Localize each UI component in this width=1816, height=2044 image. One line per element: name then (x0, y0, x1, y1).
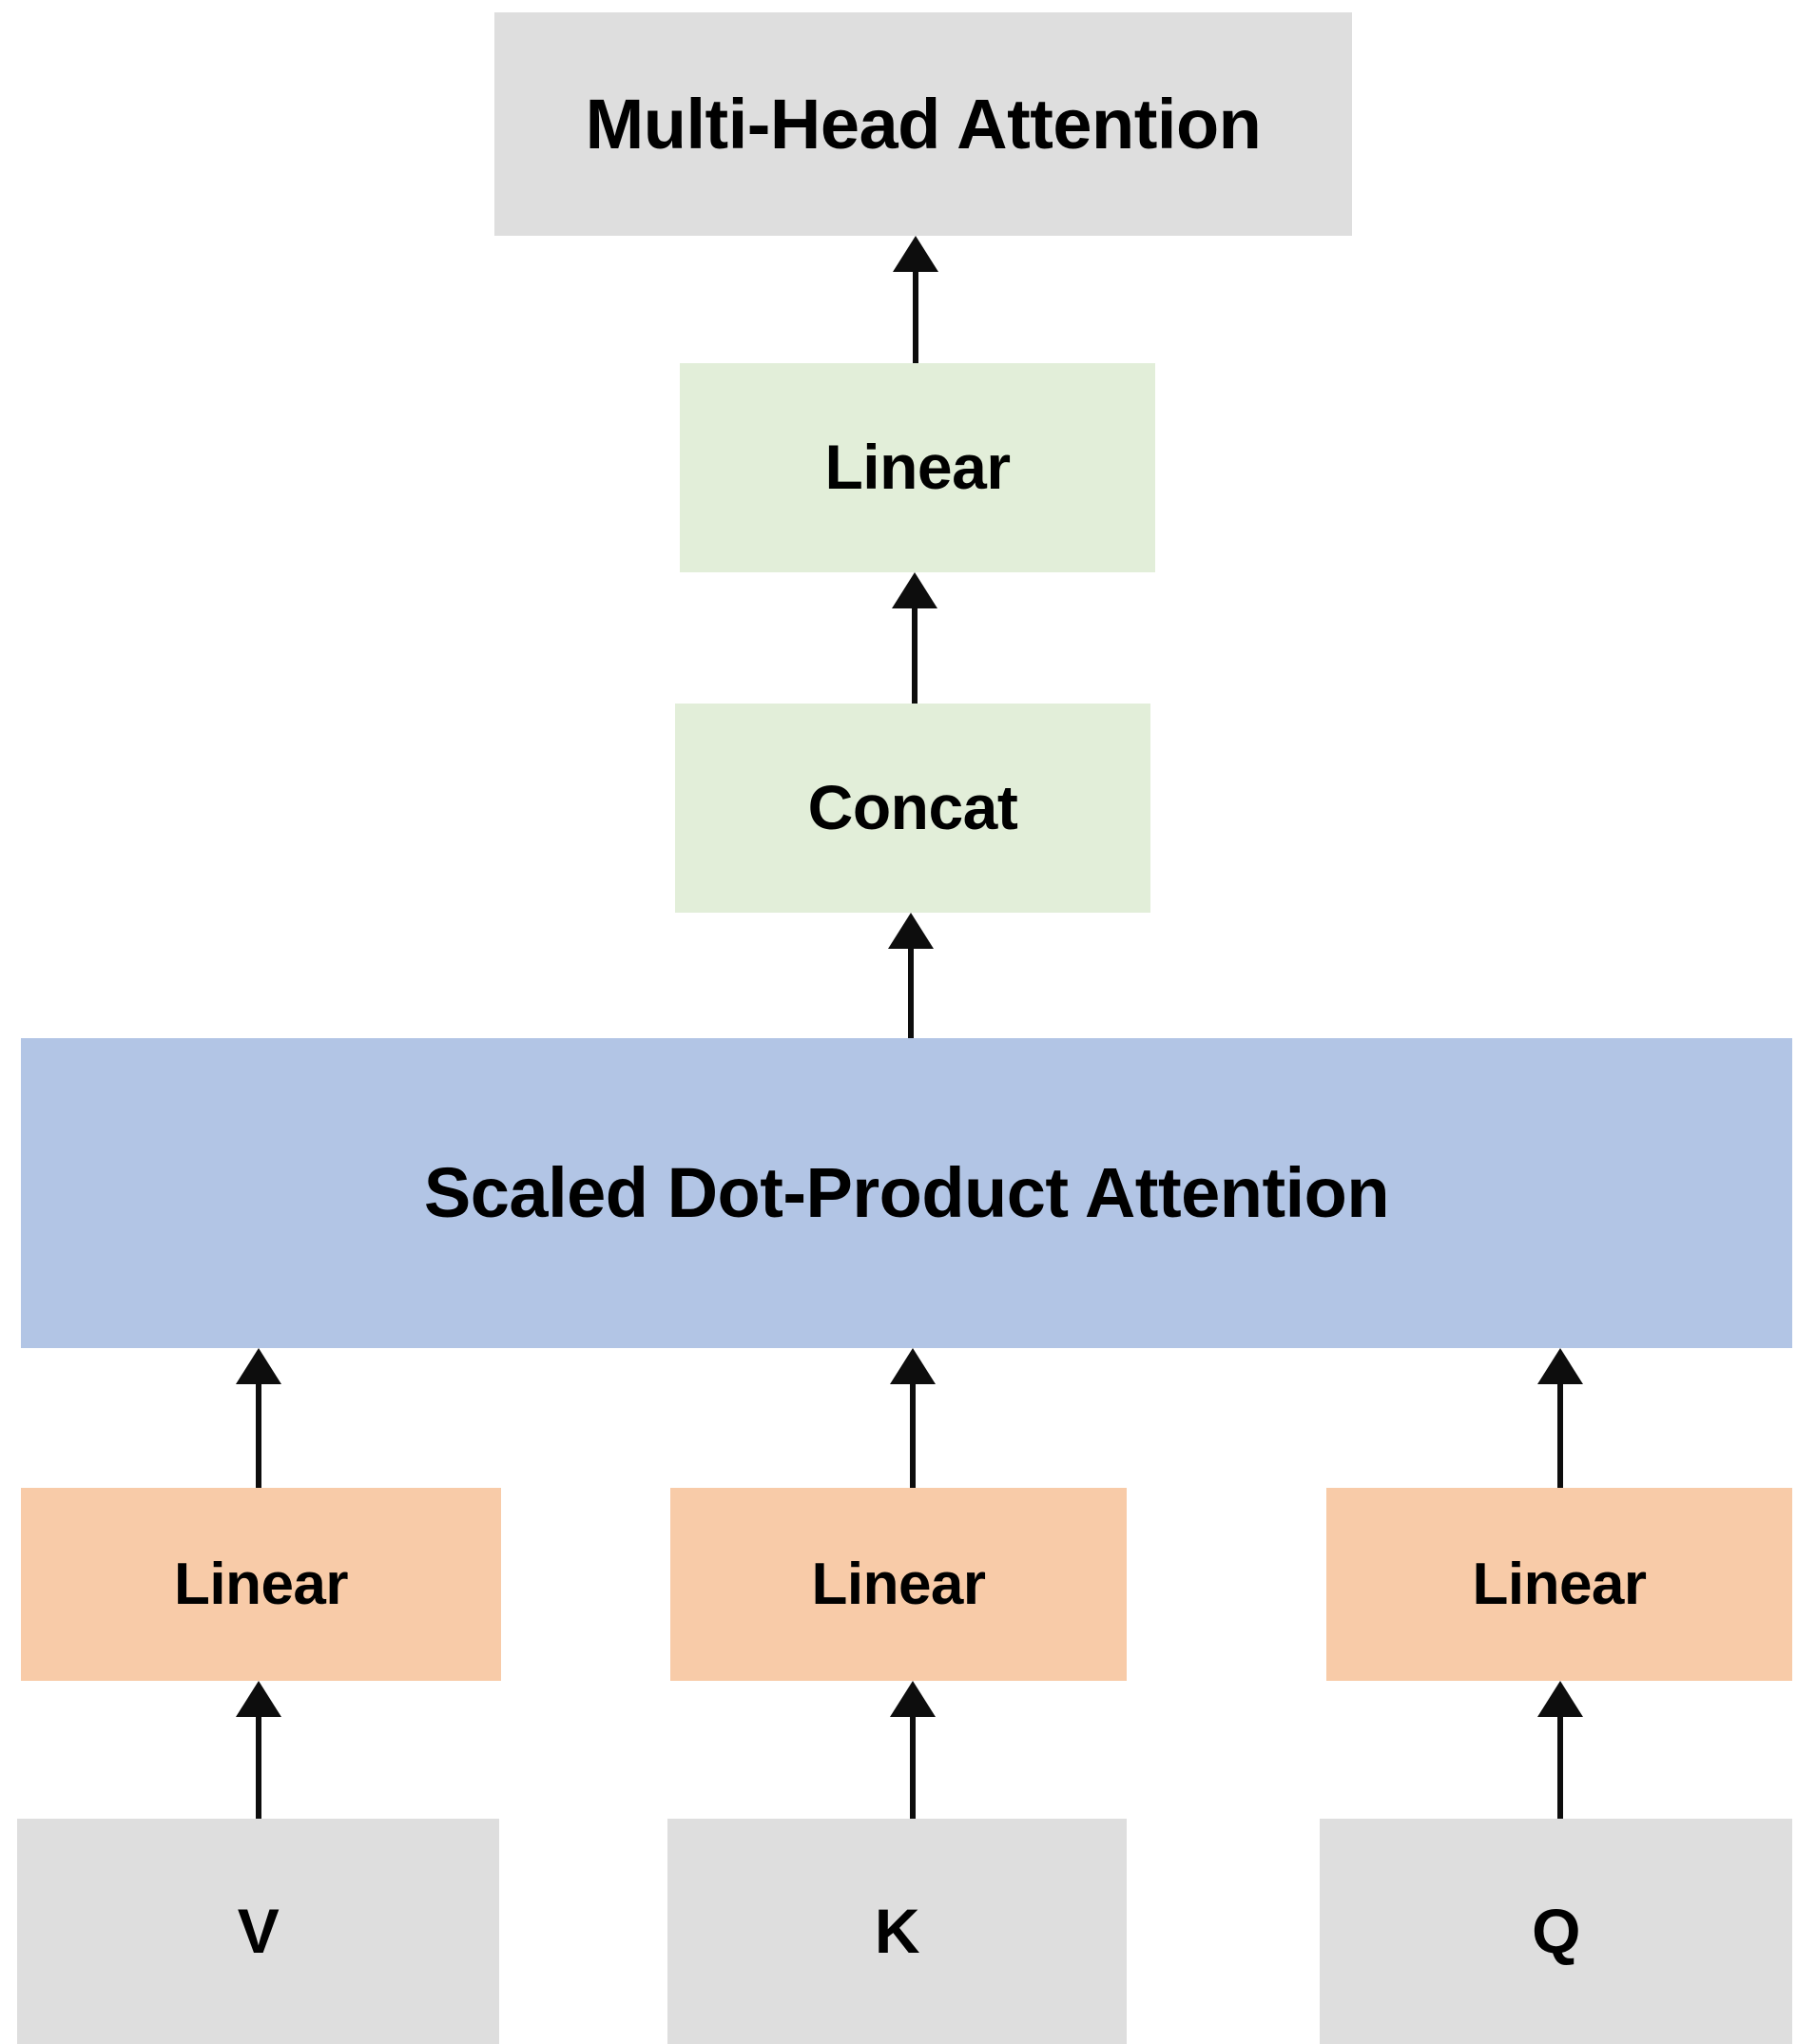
node-input-k: K (667, 1819, 1127, 2044)
arrow-shaft (256, 1707, 261, 1819)
node-linear-q: Linear (1326, 1488, 1792, 1681)
arrow-shaft (910, 1707, 916, 1819)
node-input-q: Q (1320, 1819, 1792, 2044)
node-scaled-dot-product-attention: Scaled Dot-Product Attention (21, 1038, 1792, 1348)
arrow-shaft (256, 1375, 261, 1488)
arrow-shaft (1557, 1707, 1563, 1819)
node-concat: Concat (675, 704, 1150, 913)
node-linear-k: Linear (670, 1488, 1127, 1681)
node-multi-head-attention: Multi-Head Attention (494, 12, 1352, 236)
node-linear-output: Linear (680, 363, 1155, 572)
arrow-shaft (908, 939, 914, 1038)
node-linear-v: Linear (21, 1488, 501, 1681)
arrow-shaft (1557, 1375, 1563, 1488)
arrow-shaft (912, 599, 918, 704)
arrow-shaft (913, 262, 918, 363)
arrow-shaft (910, 1375, 916, 1488)
node-input-v: V (17, 1819, 499, 2044)
